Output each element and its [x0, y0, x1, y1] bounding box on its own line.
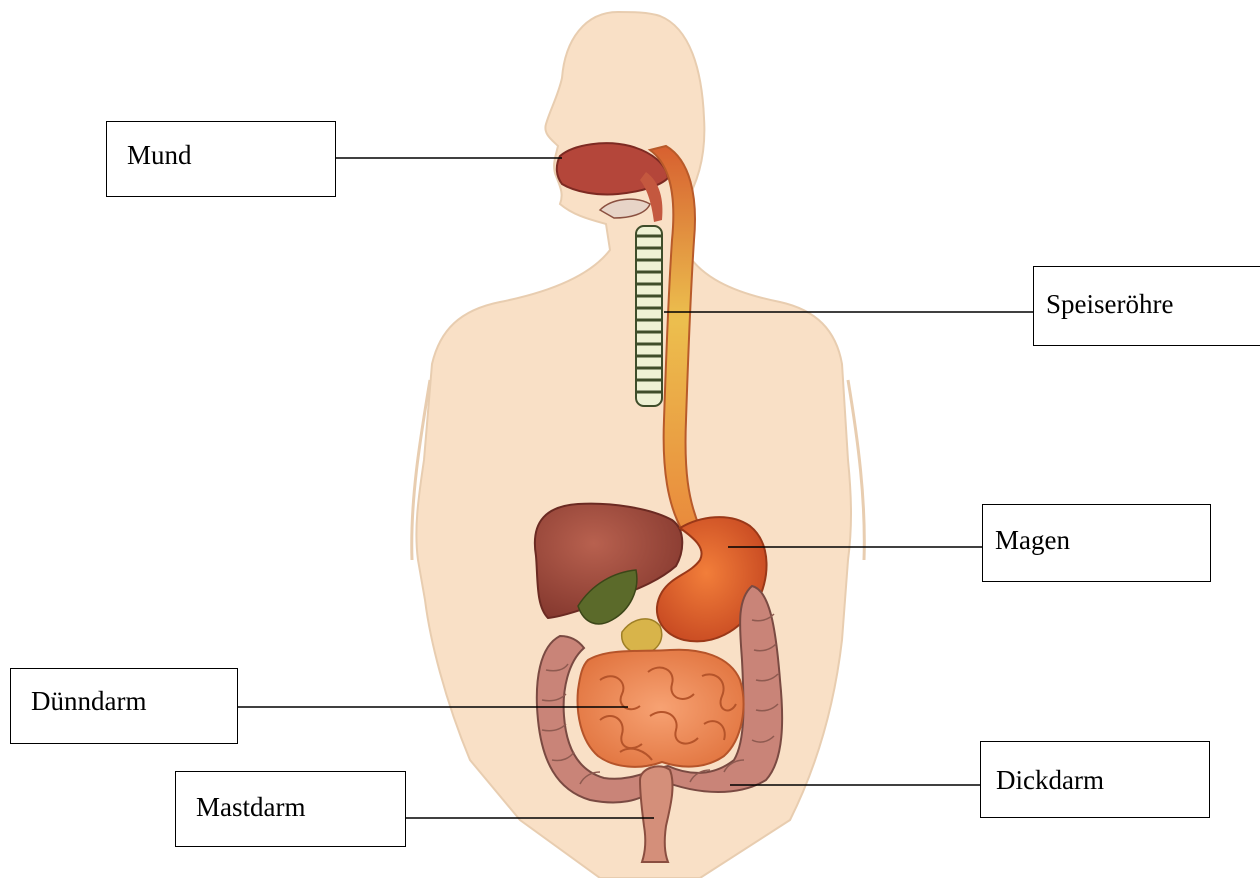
label-mastdarm: Mastdarm: [196, 794, 305, 821]
label-box-speiseroehre: Speiseröhre: [1033, 266, 1260, 346]
label-dickdarm: Dickdarm: [996, 767, 1104, 794]
label-magen: Magen: [995, 527, 1070, 554]
label-duenndarm: Dünndarm: [31, 688, 146, 715]
label-box-mastdarm: Mastdarm: [175, 771, 406, 847]
label-box-dickdarm: Dickdarm: [980, 741, 1210, 818]
label-box-duenndarm: Dünndarm: [10, 668, 238, 744]
label-speiseroehre: Speiseröhre: [1046, 291, 1173, 318]
label-box-magen: Magen: [982, 504, 1211, 582]
label-mund: Mund: [127, 142, 192, 169]
label-box-mund: Mund: [106, 121, 336, 197]
